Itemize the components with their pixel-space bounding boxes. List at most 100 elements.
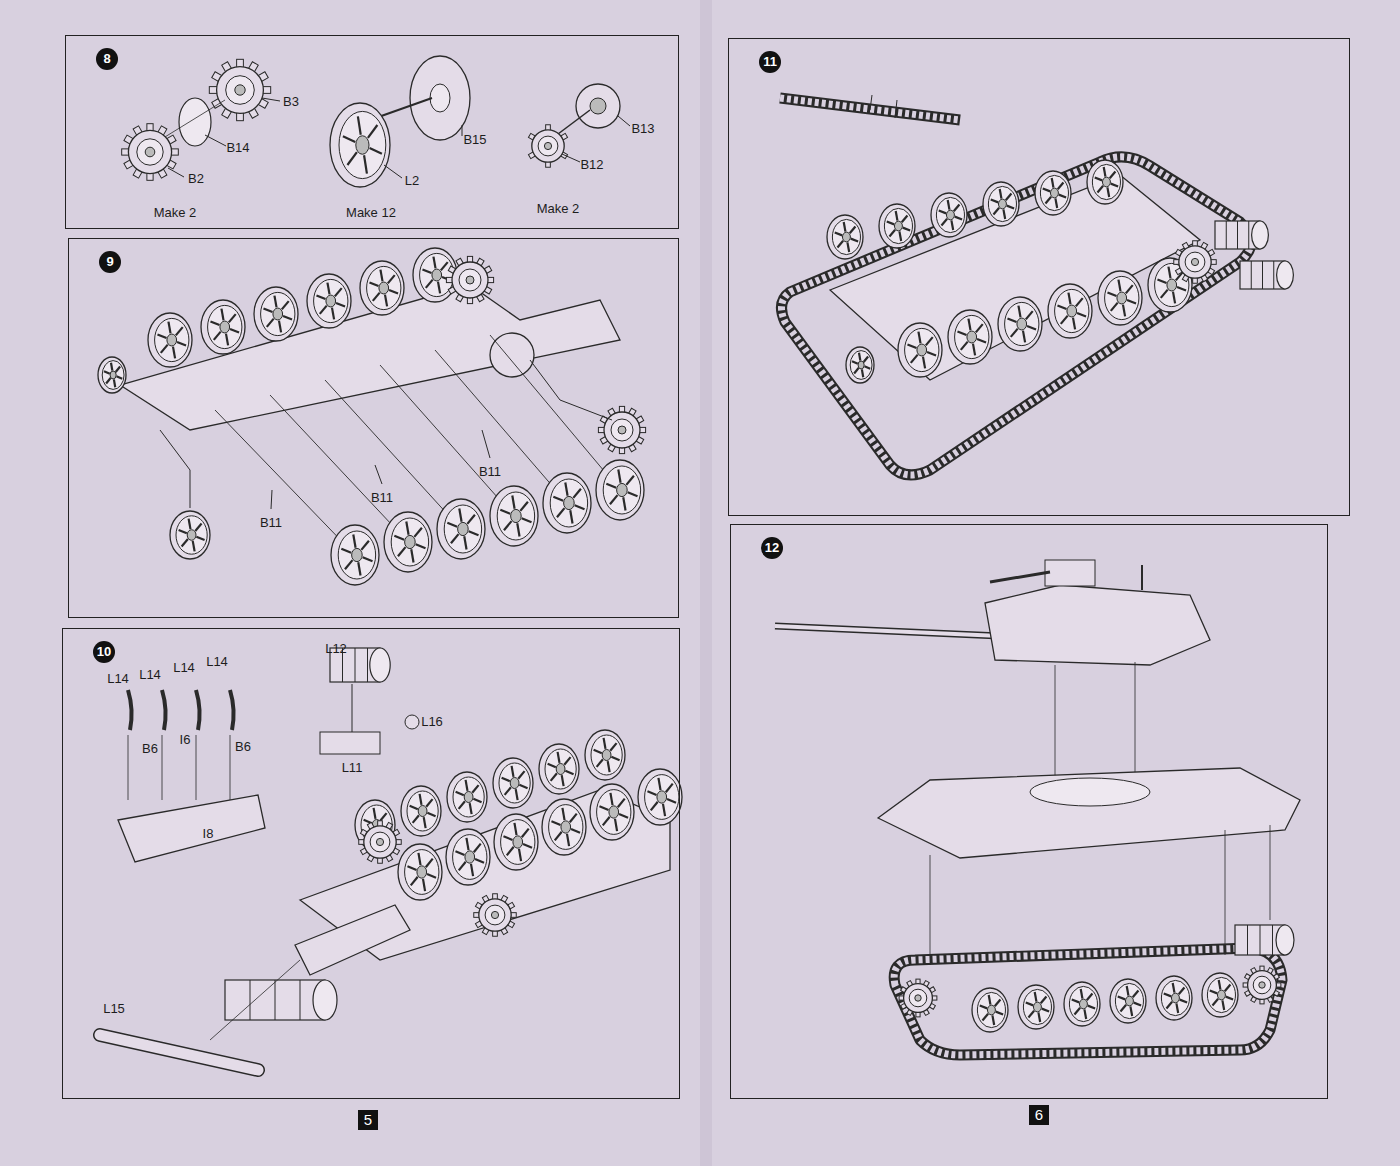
wheel-tyre (447, 772, 487, 822)
wheel-spoke (1059, 195, 1066, 198)
wheel-spoke (418, 853, 420, 865)
wheel-spoke (608, 761, 610, 772)
wheel-spoke (426, 280, 433, 288)
wheel-spoke (1043, 188, 1050, 191)
step-number: 12 (761, 537, 783, 559)
wheel-spoke (1018, 306, 1020, 318)
drum-end (313, 980, 337, 1020)
wheel-spoke (447, 523, 457, 527)
wheel-hub (894, 221, 902, 231)
road-wheel (490, 486, 538, 546)
wheel-spoke (229, 314, 236, 322)
wheel-spoke (385, 295, 387, 307)
wheel-spoke (852, 361, 858, 363)
wheel-spoke (522, 518, 532, 522)
tow-lever (196, 690, 200, 730)
sprocket-disc (1179, 246, 1211, 278)
road-wheel (331, 525, 379, 585)
wheel-spoke (1088, 1006, 1095, 1009)
wheel-rim (405, 850, 439, 895)
sprocket-inner (485, 905, 505, 925)
wheel-spoke (597, 759, 603, 767)
wheel-spoke (859, 353, 860, 361)
wheel-spoke (1007, 318, 1016, 322)
wheel-rim (1055, 289, 1089, 332)
wheel-spoke (267, 319, 274, 327)
leader-line (271, 490, 272, 509)
part-label: B2 (188, 171, 204, 186)
leader-line (462, 125, 463, 136)
wheel-spoke (1118, 996, 1125, 999)
wheel-rim (261, 292, 295, 335)
wheel-rim (497, 492, 534, 540)
leader-line (215, 410, 355, 555)
wheel-spoke (353, 535, 355, 548)
wheel-rim (597, 790, 631, 835)
wheel-spoke (347, 152, 356, 165)
wheel-spoke (968, 319, 970, 331)
wheel-spoke (106, 378, 110, 384)
leader-line (262, 98, 280, 101)
main-gun (775, 626, 1000, 636)
wheel-hub (1079, 999, 1087, 1009)
road-wheel (1064, 982, 1100, 1026)
wheel-spoke (193, 541, 195, 552)
wheel-spoke (388, 275, 395, 283)
wheel-rim (453, 835, 487, 880)
sprocket-inner (370, 832, 390, 852)
wheel-hub (987, 1005, 995, 1015)
wheel-spoke (864, 356, 868, 362)
leader-line (895, 100, 897, 118)
step-number: 8 (96, 48, 118, 70)
wheel-spoke (466, 780, 468, 791)
wheel-spoke (1061, 316, 1068, 324)
wheel-spoke (663, 804, 665, 816)
sprocket-disc (217, 67, 264, 114)
wheel-spoke (195, 524, 201, 531)
wheel-spoke (455, 851, 464, 855)
rear-plate (295, 905, 410, 975)
wheel-spoke (618, 799, 625, 808)
wheel-rim (176, 516, 207, 554)
wheel-spoke (1045, 197, 1051, 204)
wheel-hub (917, 344, 927, 356)
wheel-tyre (398, 844, 442, 900)
drive-sprocket (1174, 241, 1216, 283)
drum-rack (320, 732, 380, 754)
leader-line (930, 855, 931, 965)
wheel-spoke (1127, 986, 1129, 996)
part-label: B15 (463, 132, 486, 147)
wheel-spoke (111, 363, 112, 371)
wheel-spoke (427, 874, 436, 878)
wheel-spoke (1095, 177, 1102, 180)
wheel-spoke (837, 241, 843, 248)
wheel-spoke (847, 242, 849, 252)
wheel-tyre (1064, 982, 1100, 1026)
wheel-spoke (604, 738, 606, 749)
wheel-spoke (1011, 329, 1018, 337)
wheel-spoke (573, 489, 581, 498)
road-wheel (1098, 271, 1142, 325)
wheel-spoke (1157, 279, 1166, 283)
wheel-spoke (647, 791, 656, 795)
wheel-spoke (451, 534, 459, 543)
wheel-spoke (667, 799, 676, 803)
wheel-rim (1005, 302, 1039, 345)
wheel-rim (155, 318, 189, 361)
wheel-spoke (565, 771, 573, 774)
wheel-rim (1092, 164, 1120, 199)
leader-line (490, 335, 620, 490)
wheel-hub (1125, 996, 1133, 1006)
wheel-hub (1117, 292, 1127, 304)
part-label: L12 (325, 641, 347, 656)
wheel-rim (545, 749, 576, 789)
wheel-tyre (539, 744, 579, 794)
wheel-spoke (980, 1005, 987, 1008)
wheel-spoke (1166, 1002, 1172, 1009)
drum-band (1262, 261, 1263, 289)
wheel-rim (338, 531, 375, 579)
wheel-tyre (413, 248, 457, 302)
fuel-drum (225, 980, 325, 1020)
wheel-spoke (1038, 1012, 1040, 1022)
